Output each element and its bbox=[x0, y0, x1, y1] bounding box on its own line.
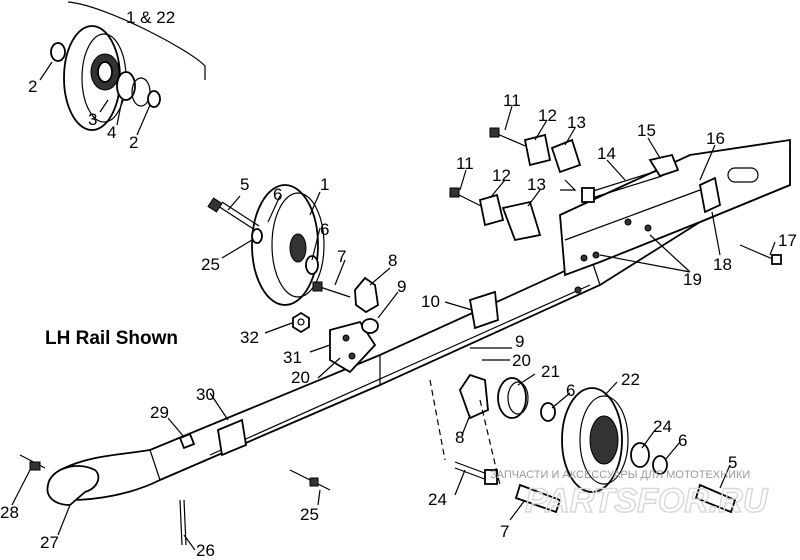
callout-8: 8 bbox=[388, 251, 397, 270]
spacer-12-13-upper bbox=[489, 127, 582, 191]
spacer-12-13-lower bbox=[449, 187, 542, 242]
leader-lines bbox=[11, 61, 776, 551]
callout-26: 26 bbox=[196, 541, 215, 560]
assembly-line-a bbox=[429, 379, 446, 461]
bolt-5-upper bbox=[207, 197, 260, 231]
callout-4: 4 bbox=[107, 123, 116, 142]
screw-25 bbox=[289, 469, 331, 491]
callout-8b: 8 bbox=[455, 428, 464, 447]
callout-6c: 6 bbox=[566, 381, 575, 400]
callout-17: 17 bbox=[778, 231, 797, 250]
callout-6b: 6 bbox=[320, 220, 329, 239]
callout-1: 1 bbox=[320, 175, 329, 194]
callout-25: 25 bbox=[300, 505, 319, 524]
callout-32: 32 bbox=[240, 328, 259, 347]
callout-10: 10 bbox=[421, 292, 440, 311]
callout-11: 11 bbox=[503, 91, 521, 110]
callout-29: 29 bbox=[150, 403, 169, 422]
idler-wheel-1 bbox=[251, 184, 325, 306]
bolt-24-and-7 bbox=[454, 461, 737, 514]
callout-24: 24 bbox=[428, 490, 447, 509]
callout-20: 20 bbox=[291, 368, 310, 387]
bracket-8-lower bbox=[459, 373, 556, 422]
callout-9b: 9 bbox=[515, 332, 524, 351]
callout-27: 27 bbox=[40, 533, 59, 552]
callout-23: 25 bbox=[201, 255, 220, 274]
callout-group-1-22: 1 & 22 bbox=[126, 8, 175, 27]
callout-6d: 6 bbox=[678, 431, 687, 450]
callout-7: 7 bbox=[337, 247, 346, 266]
callout-2b: 2 bbox=[129, 133, 138, 152]
callout-31: 31 bbox=[283, 348, 302, 367]
callout-30: 30 bbox=[196, 385, 215, 404]
assembly-line-b bbox=[479, 399, 501, 486]
rail-body bbox=[58, 138, 791, 501]
watermark-text: ЗАПЧАСТИ И АКСЕССУАРЫ ДЛЯ МОТОТЕХНИКИ bbox=[490, 469, 750, 481]
bolt-26 bbox=[179, 499, 187, 546]
callout-12: 12 bbox=[538, 106, 557, 125]
callout-labels: 1 & 22 2 3 4 2 5 6 1 25 6 7 8 9 10 11 12… bbox=[0, 8, 797, 560]
callout-21: 21 bbox=[541, 362, 560, 381]
callout-13b: 13 bbox=[527, 175, 546, 194]
watermark-logo: PARTSFOR.RU bbox=[525, 482, 769, 520]
callout-2: 2 bbox=[28, 77, 37, 96]
bracket-30 bbox=[216, 418, 248, 457]
callout-18: 18 bbox=[713, 255, 732, 274]
diagram-title: LH Rail Shown bbox=[45, 328, 178, 349]
clip-29 bbox=[178, 432, 196, 450]
callout-16: 16 bbox=[706, 129, 725, 148]
bracket-18 bbox=[698, 176, 782, 265]
idler-wheel-22 bbox=[561, 387, 668, 493]
callout-23b: 24 bbox=[653, 417, 672, 436]
callout-5: 5 bbox=[240, 175, 249, 194]
nut-9-upper bbox=[361, 318, 379, 334]
callout-13: 13 bbox=[567, 113, 586, 132]
bolt-14 bbox=[581, 153, 680, 203]
callout-9: 9 bbox=[397, 277, 406, 296]
callout-3: 3 bbox=[88, 110, 97, 129]
hex-nut-32 bbox=[292, 311, 310, 334]
callout-11b: 11 bbox=[456, 154, 474, 173]
callout-15: 15 bbox=[637, 121, 656, 140]
bracket-8-upper bbox=[312, 276, 379, 314]
callout-19: 19 bbox=[683, 270, 702, 289]
callout-22: 22 bbox=[621, 370, 640, 389]
callout-20b: 20 bbox=[512, 351, 531, 370]
callout-14: 14 bbox=[597, 144, 616, 163]
callout-5b: 5 bbox=[728, 453, 737, 472]
rail-tip-27 bbox=[19, 454, 100, 506]
callout-7b: 7 bbox=[500, 522, 509, 541]
mounting-plate bbox=[329, 320, 377, 374]
callout-28: 28 bbox=[0, 503, 19, 522]
bracket-10 bbox=[468, 290, 499, 330]
callout-12b: 12 bbox=[492, 166, 511, 185]
callout-6: 6 bbox=[273, 185, 282, 204]
